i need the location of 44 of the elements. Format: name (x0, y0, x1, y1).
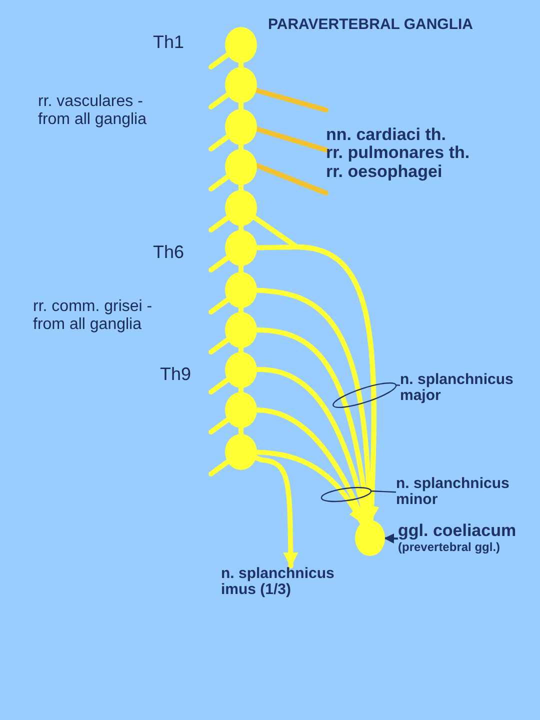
nerve-branch (208, 417, 230, 434)
nerve-line (238, 100, 244, 112)
nerve-line (238, 264, 244, 274)
nerve-line (238, 60, 244, 70)
nerve-branch (208, 377, 230, 394)
node-label: ggl. coeliacum (398, 522, 518, 540)
nerve-branch (208, 297, 230, 314)
branch-note: rr. vasculares - from all ganglia (38, 93, 148, 129)
nerve-line (238, 346, 244, 354)
node-sublabel: (prevertebral ggl.) (398, 541, 502, 554)
nerve-branch (208, 134, 230, 152)
arrow (384, 534, 398, 544)
nerve-branch (208, 52, 230, 70)
node-label: n. splanchnicus imus (1/3) (221, 566, 336, 598)
node-label: n. splanchnicus major (400, 372, 514, 404)
prevertebral-ganglion (355, 520, 385, 556)
node-label: nn. cardiaci th. (326, 126, 447, 144)
nerve-branch (208, 337, 230, 354)
nerve-line (254, 163, 328, 196)
ganglion (225, 27, 257, 63)
segment-label: Th6 (153, 242, 184, 262)
nerve-line (254, 126, 328, 152)
nerve-branch (332, 382, 400, 408)
nerve-branch (208, 255, 230, 272)
nerve-branch (208, 459, 230, 476)
node-sublabel: rr. oesophagei (326, 162, 444, 182)
nerve-line (238, 386, 244, 394)
nerve-arrow (254, 455, 298, 568)
nerve-branch (208, 174, 230, 192)
nerve-branch (208, 215, 230, 232)
node-sublabel: rr. pulmonares th. (326, 144, 471, 163)
nerve-line (238, 224, 244, 232)
diagram-title: PARAVERTEBRAL GANGLIA (268, 16, 474, 33)
nerve-line (238, 142, 244, 152)
nerve-branch (320, 486, 396, 502)
segment-label: Th1 (153, 32, 184, 52)
nerve-branch (208, 92, 230, 110)
nerve-line (254, 88, 328, 112)
segment-label: Th9 (160, 364, 192, 384)
node-label: n. splanchnicus minor (396, 476, 510, 508)
nerve-line (238, 426, 244, 436)
nerve-line (238, 182, 244, 192)
branch-note: rr. comm. grisei - from all ganglia (33, 298, 154, 334)
nerve-line (238, 306, 244, 314)
